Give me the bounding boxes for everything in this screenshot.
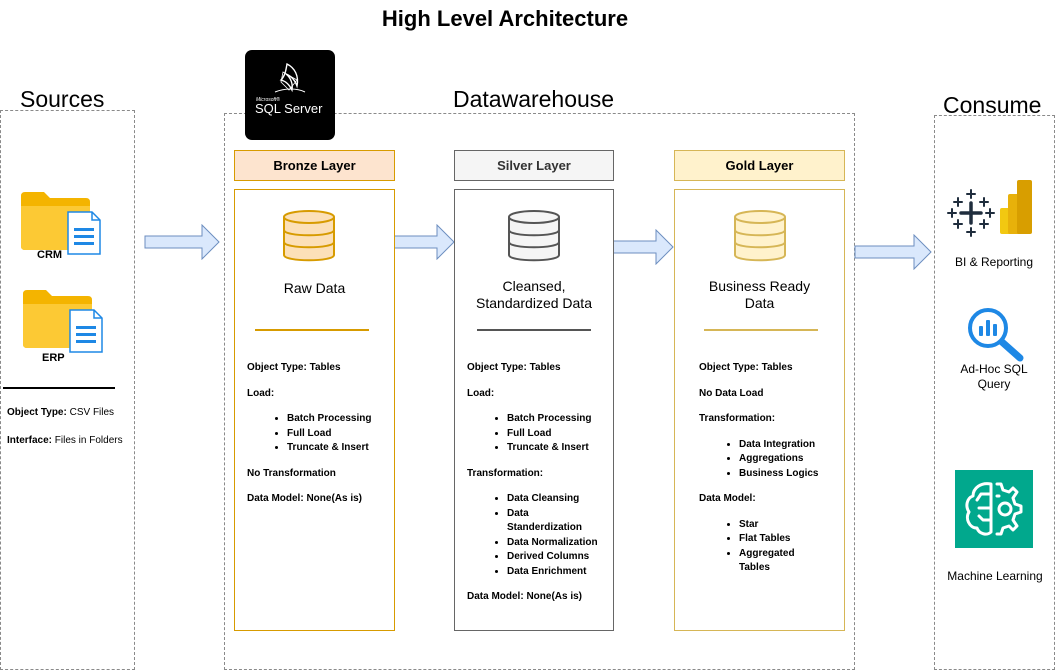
bronze-load-item: Truncate & Insert [287, 441, 392, 456]
sql-server-small-text: Microsoft® [256, 97, 280, 103]
silver-transformation-item: Data Standerdization [507, 507, 582, 536]
gold-data-model-label: Data Model: [699, 493, 756, 504]
gold-transformation-label: Transformation: [699, 413, 776, 424]
bronze-layer-header: Bronze Layer [234, 150, 395, 181]
silver-layer-name: Cleansed, Standardized Data [455, 278, 613, 312]
silver-details: Object Type: Tables Load: Batch Processi… [467, 361, 612, 605]
gold-data-model-item: Aggregated Tables [739, 547, 804, 576]
gold-data-model-item: Flat Tables [739, 532, 804, 547]
sources-interface-label: Interface: [7, 435, 53, 446]
gold-layer-header: Gold Layer [674, 150, 845, 181]
bronze-load-item: Full Load [287, 427, 392, 442]
sql-server-logo: Microsoft® SQL Server [245, 50, 335, 140]
adhoc-query-icon [968, 308, 1024, 362]
gold-transformation-item: Business Logics [739, 467, 844, 482]
sources-interface-value: Files in Folders [52, 435, 123, 446]
gold-layer-name-line2: Data [744, 295, 775, 311]
gold-data-model-list: Star Flat Tables Aggregated Tables [699, 518, 804, 576]
gold-layer-name: Business Ready Data [675, 278, 844, 312]
silver-data-model: Data Model: None(As is) [467, 591, 583, 602]
bi-tools-icon [947, 180, 1032, 237]
sources-container [0, 110, 135, 670]
bronze-data-model: Data Model: None(As is) [247, 493, 363, 504]
gold-details: Object Type: Tables No Data Load Transfo… [699, 361, 844, 576]
silver-load-item: Batch Processing [507, 412, 612, 427]
adhoc-sql-label-line2: Query [977, 377, 1011, 391]
silver-load-label: Load: [467, 387, 495, 399]
sources-divider [3, 387, 115, 389]
silver-layer-name-line2: Standardized Data [476, 295, 592, 311]
bi-reporting-label: BI & Reporting [954, 255, 1034, 269]
bronze-transformation: No Transformation [247, 467, 336, 479]
machine-learning-icon [955, 470, 1033, 548]
gold-load: No Data Load [699, 387, 764, 399]
bronze-layer-name: Raw Data [283, 280, 346, 296]
silver-transformation-item: Data Enrichment [507, 565, 586, 580]
silver-transformation-list: Data Cleansing Data Standerdization Data… [467, 492, 598, 580]
gold-transformation-list: Data Integration Aggregations Business L… [699, 438, 844, 482]
sql-server-icon [274, 62, 306, 93]
silver-load-list: Batch Processing Full Load Truncate & In… [467, 412, 612, 456]
gold-transformation-item: Data Integration [739, 438, 844, 453]
silver-transformation-item: Derived Columns [507, 550, 589, 565]
bronze-divider [255, 329, 369, 331]
diagram-title: High Level Architecture [381, 6, 629, 31]
silver-layer-box: Cleansed, Standardized Data Object Type:… [454, 189, 614, 631]
gold-layer-name-line1: Business Ready [708, 278, 811, 294]
gold-database-icon [734, 210, 786, 262]
sources-object-type-label: Object Type: [7, 407, 67, 418]
sources-title: Sources [20, 86, 105, 112]
bronze-database-icon [283, 210, 335, 262]
machine-learning-label: Machine Learning [947, 569, 1043, 583]
adhoc-sql-label: Ad-Hoc SQL Query [934, 362, 1054, 392]
consume-container [934, 115, 1055, 670]
sources-interface: Interface: Files in Folders [7, 434, 132, 448]
gold-object-type: Object Type: Tables [699, 362, 793, 373]
silver-layer-header: Silver Layer [454, 150, 614, 181]
arrow-gold-to-consume [854, 234, 932, 270]
erp-folder-icon [22, 288, 106, 354]
crm-label: CRM [37, 249, 63, 261]
silver-transformation-label: Transformation: [467, 467, 544, 479]
bronze-details: Object Type: Tables Load: Batch Processi… [247, 361, 392, 507]
consume-title: Consume [943, 92, 1042, 118]
bronze-layer-box: Raw Data Object Type: Tables Load: Batch… [234, 189, 395, 631]
silver-database-icon [508, 210, 560, 262]
silver-layer-name-line1: Cleansed, [502, 278, 566, 294]
silver-transformation-item: Data Cleansing [507, 492, 579, 507]
bronze-object-type: Object Type: Tables [247, 362, 341, 373]
arrow-sources-to-bronze [144, 224, 220, 260]
datawarehouse-container [224, 113, 855, 670]
bronze-load-label: Load: [247, 387, 275, 399]
silver-load-item: Full Load [507, 427, 612, 442]
gold-data-model-item: Star [739, 518, 804, 533]
bronze-load-list: Batch Processing Full Load Truncate & In… [247, 412, 392, 456]
silver-object-type: Object Type: Tables [467, 362, 561, 373]
crm-folder-icon [20, 190, 104, 256]
sql-server-name: SQL Server [255, 101, 323, 116]
erp-label: ERP [42, 352, 65, 364]
adhoc-sql-label-line1: Ad-Hoc SQL [960, 362, 1028, 376]
gold-layer-box: Business Ready Data Object Type: Tables … [674, 189, 845, 631]
gold-divider [704, 329, 818, 331]
datawarehouse-title: Datawarehouse [453, 86, 615, 112]
silver-load-item: Truncate & Insert [507, 441, 612, 456]
silver-divider [477, 329, 591, 331]
sources-object-type-value: CSV Files [66, 407, 115, 418]
bronze-load-item: Batch Processing [287, 412, 392, 427]
silver-transformation-item: Data Normalization [507, 536, 598, 551]
sources-object-type: Object Type: CSV Files [7, 406, 132, 420]
gold-transformation-item: Aggregations [739, 452, 844, 467]
